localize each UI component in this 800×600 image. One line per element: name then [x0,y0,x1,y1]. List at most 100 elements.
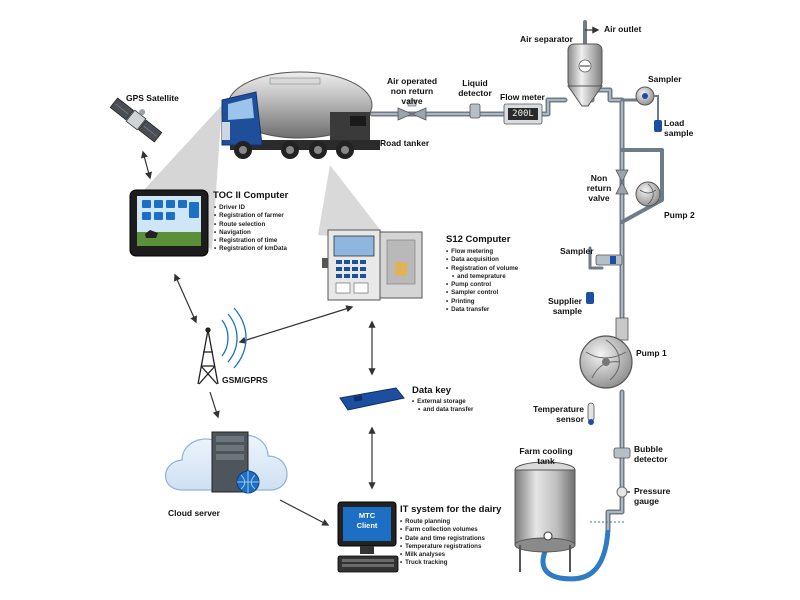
truck-windshield [228,98,254,120]
tanker-chassis [230,140,380,150]
toc-item: Navigation [214,229,287,237]
suction-hose [540,529,611,582]
pipe-riser [589,87,625,323]
liquid-detector-icon [469,103,481,119]
flow-meter-label: Flow meter [500,92,545,102]
data-key-title: Data key [412,385,452,396]
s12-item: Flow metering [446,248,518,256]
cloud-server-label: Cloud server [168,508,220,518]
truck-hub-front [239,146,247,154]
pipe-riser-highlight [591,89,623,321]
pump2-label: Pump 2 [664,210,695,220]
tanker-catwalk [269,77,321,85]
it-system-title: IT system for the dairy [400,504,502,515]
gsm-tower-icon [197,307,247,385]
pump2-icon [635,181,661,207]
sampler-top-device [635,86,662,132]
pipe-pump2-loop [620,148,664,224]
air-operated-valve [397,99,427,121]
it-item: Date and time registrations [400,535,485,543]
arrow-cloud-it [279,499,330,526]
it-item: Route planning [400,518,485,526]
toc-item: Driver ID [214,204,287,212]
air-outlet-label: Air outlet [604,24,642,34]
s12-item: Data transfer [446,306,518,314]
toc-tablet [129,189,209,257]
gsm-gprs-label: GSM/GPRS [222,375,268,385]
truck-hub-mid [286,146,294,154]
data-key-item: External storage [412,398,473,406]
non-return-valve-label: Non return valve [586,173,612,203]
air-separator [567,43,603,107]
toc-item: Registration of farmer [214,212,287,220]
data-key-icon [339,387,405,411]
s12-item: Registration of volume [446,265,518,273]
gps-satellite-label: GPS Satellite [126,93,179,103]
air-operated-valve-label: Air operated non return valve [386,76,438,106]
farm-cooling-tank [514,461,576,572]
toc-computer-list: Driver ID Registration of farmer Route s… [214,204,287,254]
tanker-display [350,116,366,126]
it-item: Truck tracking [400,559,485,567]
pipe-main-highlight [371,99,566,115]
pipe-sampler-mid [588,246,604,270]
flow-meter-readout: 200L [512,109,534,119]
it-item: Farm collection volumes [400,526,485,534]
road-tanker-label: Road tanker [380,138,430,148]
sampler-top-label: Sampler [648,74,682,84]
pump1-label: Pump 1 [636,348,667,358]
connection-arrows [141,150,376,526]
road-tanker [221,71,380,159]
air-separator-label: Air separator [520,34,573,44]
s12-computer [322,229,423,301]
mtc-client-screen-text: MTC Client [356,511,378,530]
load-sample-bottle [654,120,662,132]
s12-item: Pump control [446,281,518,289]
bubble-detector-icon [613,447,631,459]
arrow-gsm-cloud [209,391,220,419]
load-sample-label: Load sample [664,118,694,138]
it-item: Temperature registrations [400,543,485,551]
s12-item: Sampler control [446,289,518,297]
cloud-server-icon [165,431,288,494]
truck-hub-rear1 [314,146,322,154]
liquid-detector-label: Liquid detector [458,78,492,98]
flow-meter-screen [508,108,538,120]
toc-item: Route selection [214,221,287,229]
sampler-mid-device [586,254,623,304]
farm-cooling-tank-label: Farm cooling tank [519,446,573,466]
pressure-gauge-icon [616,486,630,498]
temperature-sensor-label: Temperature sensor [533,404,584,424]
toc-item: Registration of kmData [214,245,287,253]
s12-item: Printing [446,298,518,306]
toc-item: Registration of time [214,237,287,245]
pipe-lower [605,389,625,533]
pump1-icon [579,317,633,389]
truck-grille [222,122,230,140]
pressure-gauge-label: Pressure gauge [634,486,671,506]
bubble-detector-label: Bubble detector [634,444,668,464]
supplier-sample-bottle [586,292,594,304]
data-key-list: External storage and data transfer [412,398,473,415]
s12-item: Data acquisition [446,256,518,264]
arrow-toc-gsm [174,273,197,324]
non-return-valve-icon [615,169,629,195]
it-item: Milk analyses [400,551,485,559]
it-system-computer [337,501,399,573]
truck-hub-rear2 [341,146,349,154]
arrow-gps-toc [141,150,152,180]
s12-computer-list: Flow metering Data acquisition Registrat… [446,248,518,314]
data-key-item: and data transfer [412,406,473,414]
toc-computer-title: TOC II Computer [213,190,289,201]
s12-item: and temeprature [446,273,518,281]
supplier-sample-label: Supplier sample [547,296,582,316]
s12-computer-title: S12 Computer [446,234,511,245]
gps-satellite-icon [109,97,163,143]
it-system-list: Route planning Farm collection volumes D… [400,518,485,568]
arrow-gsm-s12 [238,305,354,344]
temperature-sensor-icon [587,402,595,425]
beam-s12 [318,165,388,240]
sampler-mid-label: Sampler [560,246,594,256]
